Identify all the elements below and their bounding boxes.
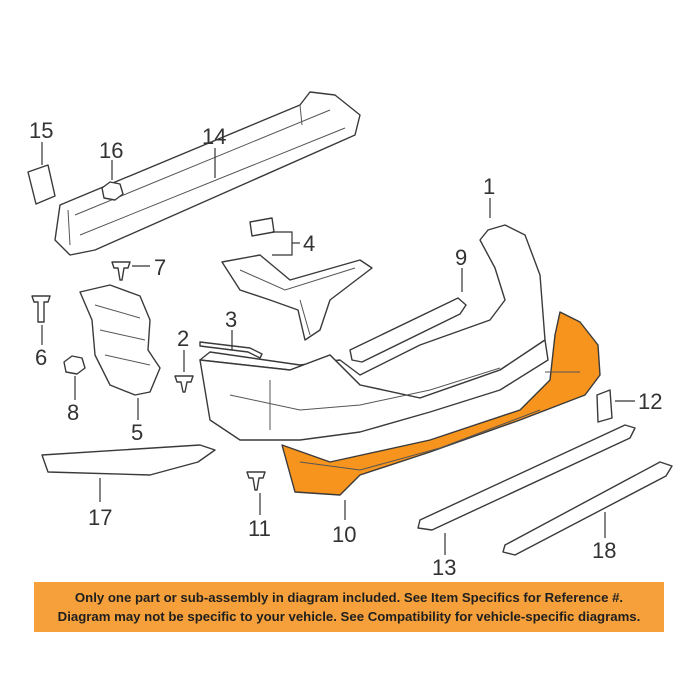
part-lower-trim-13: [417, 424, 636, 531]
callout-5: 5: [131, 420, 143, 445]
notice-line-2: Diagram may not be specific to your vehi…: [57, 609, 641, 624]
part-inner-rail: [349, 297, 467, 363]
compatibility-notice: Only one part or sub-assembly in diagram…: [34, 582, 664, 632]
part-trim-strip: [199, 341, 263, 359]
part-side-bracket: [79, 284, 161, 396]
part-nut-small: [63, 355, 86, 375]
callout-3: 3: [225, 307, 237, 332]
callout-6: 6: [35, 345, 47, 370]
part-screw: [31, 295, 51, 323]
part-reflector: [596, 389, 613, 423]
part-bumper-cover: [199, 224, 549, 441]
callout-12: 12: [638, 389, 662, 414]
part-lower-trim-18: [502, 461, 673, 556]
callout-15: 15: [29, 118, 53, 143]
callout-16: 16: [99, 138, 123, 163]
callout-10: 10: [332, 522, 356, 547]
part-push-pin-2: [174, 375, 194, 393]
callout-8: 8: [67, 400, 79, 425]
part-push-pin: [111, 261, 131, 281]
part-side-strip: [41, 444, 216, 476]
callout-1: 1: [483, 174, 495, 199]
callout-13: 13: [432, 555, 456, 580]
part-lower-valance-highlighted: [281, 311, 601, 496]
part-push-pin-3: [246, 471, 266, 491]
part-center-bracket: [221, 217, 373, 341]
callout-18: 18: [592, 538, 616, 563]
part-reinforcement-bar: [54, 91, 361, 256]
callout-4: 4: [303, 231, 315, 256]
callout-9: 9: [455, 245, 467, 270]
callout-labels: 1 2 3 4 5 6 7 8 9 10 11 12 13 14 15 16 1…: [29, 118, 662, 580]
notice-line-1: Only one part or sub-assembly in diagram…: [74, 590, 624, 605]
part-nut: [101, 181, 124, 201]
callout-14: 14: [202, 124, 226, 149]
callout-2: 2: [177, 326, 189, 351]
leader-lines: [41, 142, 635, 555]
callout-7: 7: [154, 255, 166, 280]
callout-11: 11: [248, 516, 271, 541]
callout-17: 17: [88, 505, 112, 530]
part-bracket-plate: [27, 164, 56, 205]
